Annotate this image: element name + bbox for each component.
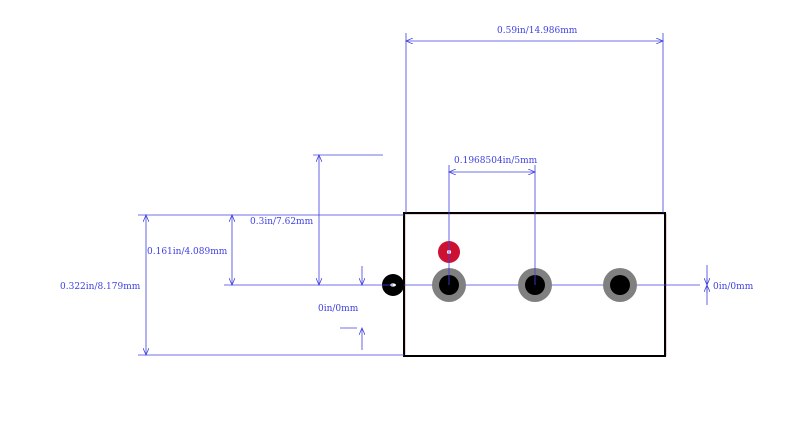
dim-overall-height <box>138 215 404 355</box>
dim-vertical-offset <box>340 266 362 350</box>
label-half-height: 0.161in/4.089mm <box>147 247 228 257</box>
label-right-offset: 0in/0mm <box>713 282 754 292</box>
body-outline <box>403 212 666 357</box>
dim-pin-pitch <box>449 165 535 285</box>
label-origin-to-top: 0.3in/7.62mm <box>250 217 314 227</box>
dim-origin-to-top <box>313 155 383 285</box>
pad-3 <box>603 268 637 302</box>
label-overall-height: 0.322in/8.179mm <box>60 282 141 292</box>
label-pin-pitch: 0.1968504in/5mm <box>454 156 538 166</box>
label-vertical-offset: 0in/0mm <box>318 304 359 314</box>
label-overall-width: 0.59in/14.986mm <box>497 26 578 36</box>
dim-overall-width <box>406 33 663 213</box>
